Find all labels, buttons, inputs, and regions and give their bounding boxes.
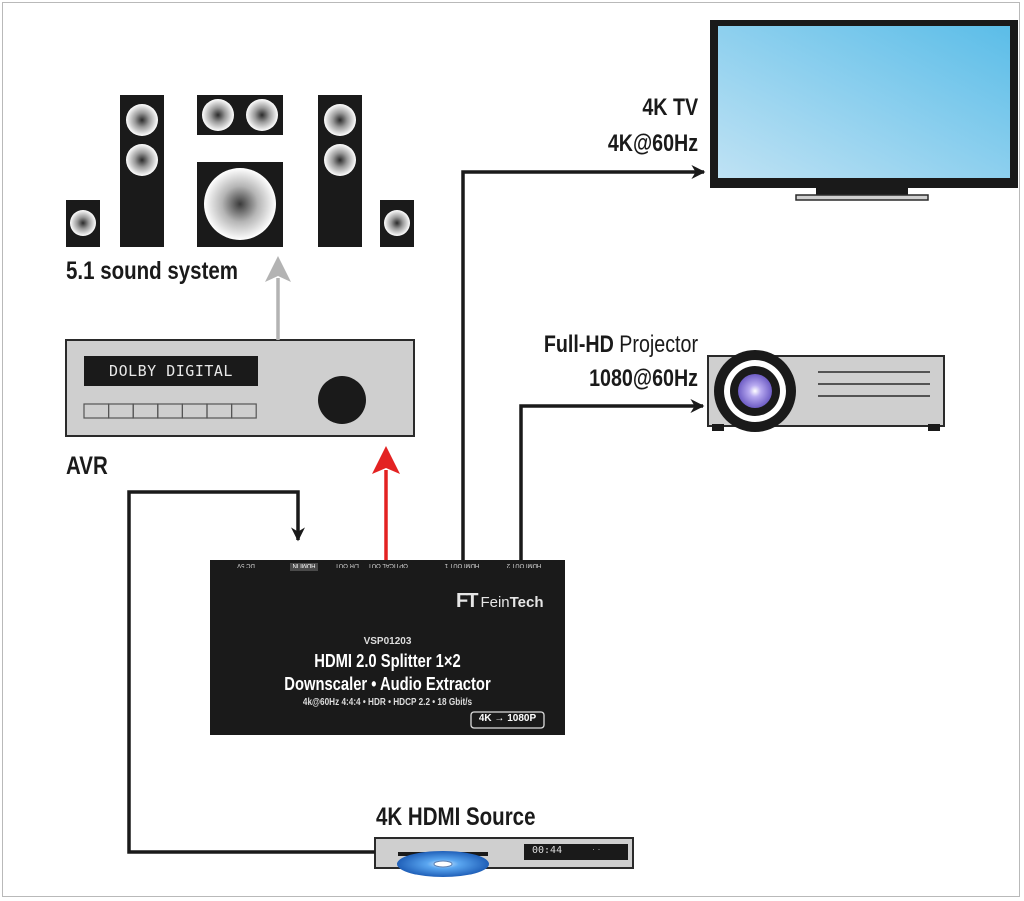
splitter-model: VSP01203 — [363, 636, 412, 647]
port-dc-5v: DC 5V — [237, 562, 255, 568]
hdmi-cables — [127, 165, 706, 854]
projector-label-bold: Full-HD — [543, 331, 614, 358]
projector-label-line1: Full-HD Projector — [544, 328, 698, 362]
splitter-specs: 4k@60Hz 4:4:4 • HDR • HDCP 2.2 • 18 Gbit… — [302, 697, 473, 708]
blu-ray-disc-icon — [397, 851, 489, 877]
optical-audio-arrow — [372, 446, 400, 560]
source-display-time: 00:44 — [532, 845, 563, 856]
port-hdmi-in: HDMI IN — [292, 562, 316, 568]
projector-label: Full-HD Projector 1080@60Hz — [544, 328, 698, 396]
tv-label: 4K TV 4K@60Hz — [608, 90, 698, 162]
tv-icon — [710, 20, 1018, 201]
downscale-badge: 4K → 1080P — [471, 713, 544, 724]
badge-arrow-icon: → — [491, 713, 508, 724]
projector-icon — [707, 350, 945, 432]
source-label: 4K HDMI Source — [376, 803, 536, 831]
bluray-player-icon — [374, 837, 634, 877]
sound-system-label: 5.1 sound system — [66, 257, 239, 285]
port-hdmi-out-1: HDMI OUT 1 — [444, 562, 480, 568]
avr-audio-arrow — [265, 256, 291, 340]
port-hdmi-out-2: HDMI OUT 2 — [506, 562, 542, 568]
cable-out2-to-projector — [519, 399, 705, 560]
source-display-marks: · · — [592, 844, 601, 854]
splitter-title-line2: Downscaler • Audio Extractor — [284, 674, 491, 694]
projector-label-rest: Projector — [613, 331, 698, 358]
tv-label-line2: 4K@60Hz — [607, 130, 698, 157]
port-optical-out: OPTICAL OUT — [368, 562, 408, 568]
speaker-icon — [197, 95, 283, 135]
speaker-icon — [380, 200, 414, 247]
badge-from: 4K — [478, 713, 492, 724]
avr-label: AVR — [66, 452, 108, 480]
speaker-icon — [120, 95, 164, 247]
receiver-icon — [65, 339, 415, 437]
subwoofer-icon — [197, 162, 283, 247]
sound-system — [66, 95, 414, 247]
badge-to: 1080P — [507, 713, 537, 724]
cable-source-to-hdmi-in — [127, 490, 375, 854]
cable-out1-to-tv — [461, 165, 706, 560]
projector-label-line2: 1080@60Hz — [589, 365, 698, 392]
feintech-logo-mark: FT — [456, 590, 478, 612]
splitter-title-line1: HDMI 2.0 Splitter 1×2 — [314, 651, 461, 671]
speaker-icon — [318, 95, 362, 247]
splitter-device — [210, 560, 565, 735]
speaker-icon — [66, 200, 100, 247]
tv-label-line1: 4K TV — [642, 94, 698, 121]
port-lr-out: L/R OUT — [335, 562, 359, 568]
feintech-logo-tech: Tech — [509, 594, 544, 611]
feintech-logo-fein: Fein — [480, 594, 510, 611]
avr-display: DOLBY DIGITAL — [109, 362, 233, 380]
